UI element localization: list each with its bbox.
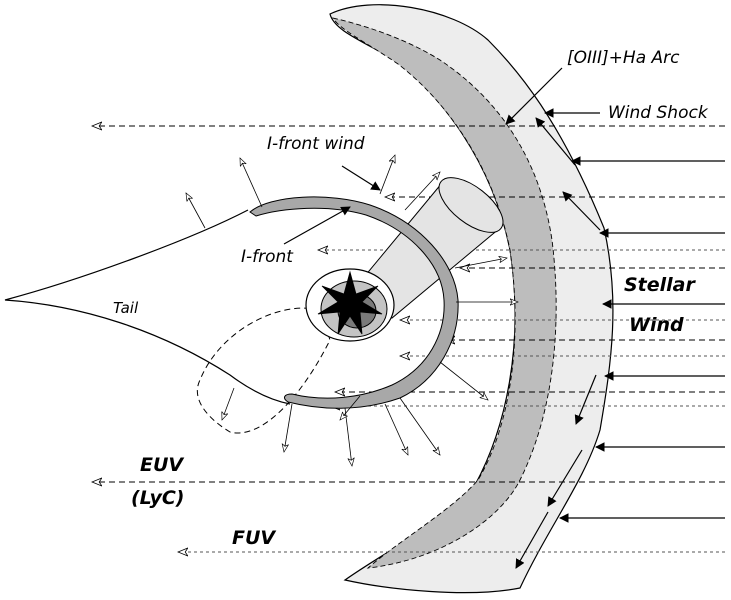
- outflow-12: [222, 387, 235, 420]
- oiii-ha-arc: [332, 17, 557, 569]
- tail-inner-loop: [196, 307, 331, 434]
- star-icon: [317, 270, 383, 335]
- arc-flow-arrows: [515, 117, 601, 569]
- label-pointers: [283, 67, 600, 245]
- disk-and-star: [305, 268, 395, 342]
- outflow-10: [344, 407, 352, 466]
- outflow-3: [379, 155, 395, 195]
- label-stellar: Stellar: [624, 274, 696, 296]
- arc-flow-1: [535, 117, 576, 166]
- outflow-1: [239, 158, 263, 208]
- outflow-4: [404, 172, 440, 211]
- stellar-wind-arrows: [559, 156, 725, 523]
- label-ifront: I-front: [241, 247, 294, 267]
- label-fuv: FUV: [232, 527, 276, 549]
- arc-flow-3: [574, 374, 597, 425]
- outflow-5: [454, 258, 507, 269]
- label-tail: Tail: [113, 299, 139, 317]
- label-wind-shock: Wind Shock: [608, 103, 709, 123]
- outflow-2: [186, 193, 206, 229]
- label-euv: EUV: [140, 454, 184, 476]
- pointer-oiii: [505, 67, 563, 125]
- ifront-ring: [249, 196, 459, 409]
- label-oiii-ha-arc: [OIII]+Ha Arc: [567, 48, 680, 68]
- arc-flow-2: [562, 191, 601, 231]
- ifront-outflow-arrows: [186, 155, 518, 466]
- pointer-ifront-wind: [341, 165, 381, 191]
- pointer-ifront: [283, 206, 351, 245]
- outflow-9: [384, 403, 409, 455]
- label-ifront-wind: I-front wind: [267, 134, 365, 154]
- jet-cap: [438, 177, 504, 233]
- outflow-13: [340, 395, 361, 420]
- label-lyc: (LyC): [131, 487, 184, 509]
- outflow-11: [284, 403, 293, 452]
- arc-flow-4: [547, 449, 583, 507]
- arc-flow-5: [515, 511, 549, 569]
- outflow-7: [439, 361, 488, 400]
- tail-outline: [4, 209, 291, 405]
- euv-rays: [92, 126, 725, 552]
- diagram-labels: [OIII]+Ha Arc Wind Shock I-front wind I-…: [113, 48, 709, 549]
- outflow-8: [399, 397, 440, 455]
- label-wind: Wind: [629, 314, 684, 336]
